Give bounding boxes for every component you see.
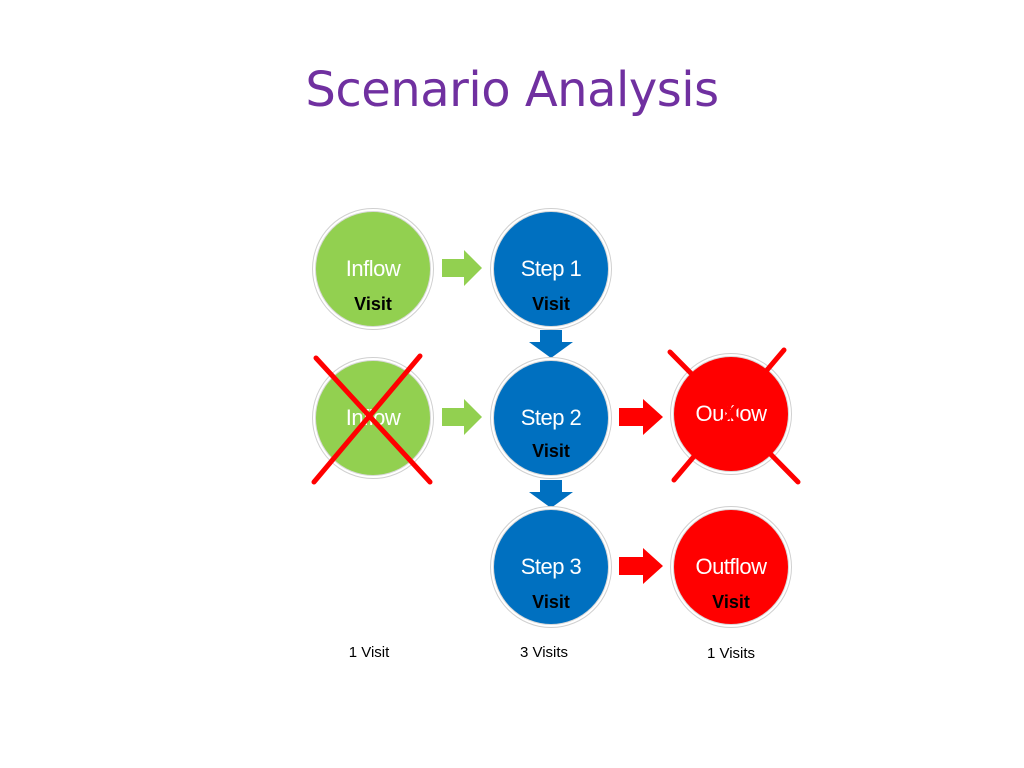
step-3-node-visit-label: Visit: [532, 592, 570, 612]
outflow-node-2-label: Outflow: [695, 554, 767, 579]
step-3-node: Step 3 Visit: [494, 510, 608, 624]
step-3-node-label: Step 3: [520, 554, 582, 579]
blue-down-arrow-icon: [529, 480, 573, 508]
inflow-count-label: 1 Visit: [348, 644, 390, 661]
inflow-node-visit-label: Visit: [354, 294, 392, 314]
inflow-node-2-label: Inflow: [345, 405, 401, 430]
green-right-arrow-icon: [442, 250, 482, 286]
inflow-node-2: Inflow: [316, 361, 430, 475]
outflow-count-label: 1 Visits: [706, 645, 756, 662]
green-right-arrow-icon: [442, 399, 482, 435]
blue-down-arrow-icon: [529, 330, 573, 358]
outflow-node-2: Outflow Visit: [674, 510, 788, 624]
red-right-arrow-icon: [619, 399, 663, 435]
step-2-node-label: Step 2: [520, 405, 582, 430]
step-1-node: Step 1 Visit: [494, 212, 608, 326]
inflow-node-label: Inflow: [345, 256, 401, 281]
red-right-arrow-icon: [619, 548, 663, 584]
step-1-node-visit-label: Visit: [532, 294, 570, 314]
outflow-node-1: Outflow: [674, 357, 788, 471]
page-title: Scenario Analysis: [305, 62, 719, 118]
outflow-node-1-label: Outflow: [695, 401, 767, 426]
inflow-node-1: Inflow Visit: [316, 212, 430, 326]
step-2-node-visit-label: Visit: [532, 441, 570, 461]
step-1-node-label: Step 1: [520, 256, 582, 281]
steps-count-label: 3 Visits: [519, 644, 569, 661]
outflow-node-2-visit-label: Visit: [712, 592, 750, 612]
step-2-node: Step 2 Visit: [494, 361, 608, 475]
